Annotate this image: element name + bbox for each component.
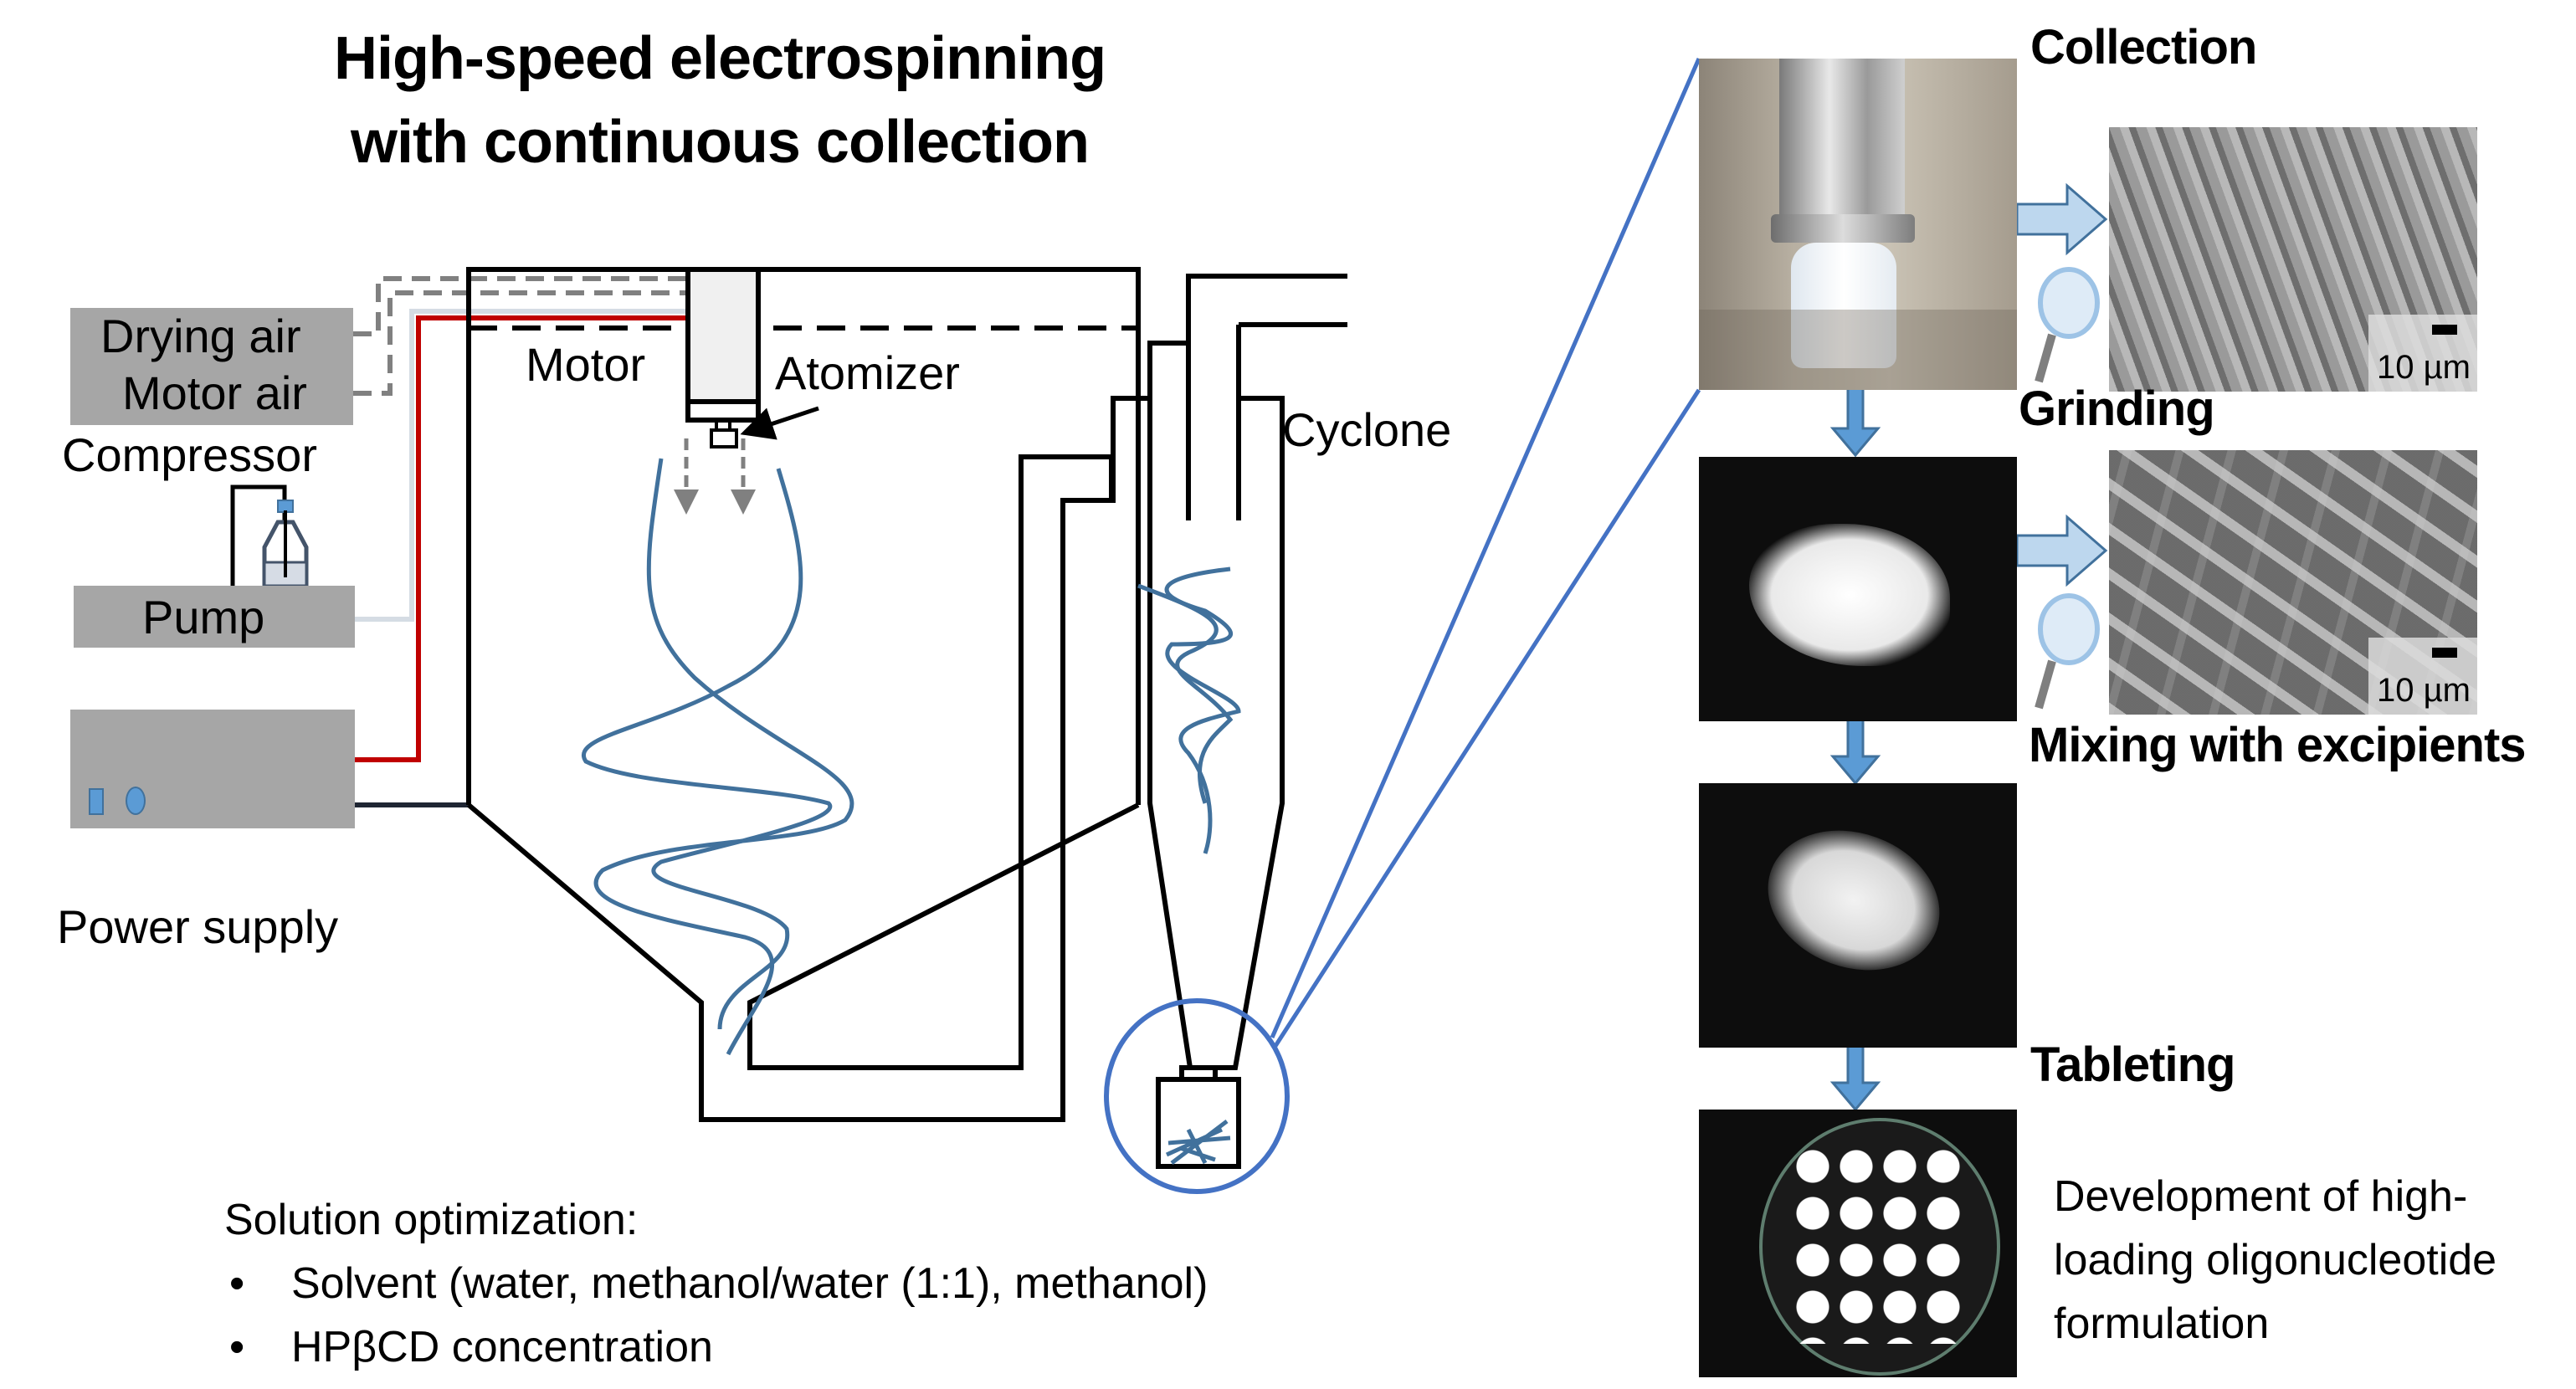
sem-image-ground-fibers: 10 µm xyxy=(2109,450,2477,715)
scale-bar-label: 10 µm xyxy=(2377,349,2471,386)
atomizer-label: Atomizer xyxy=(775,346,960,399)
spray-arrows xyxy=(674,438,756,515)
scale-bar: 10 µm xyxy=(2368,315,2477,392)
fibrous-powder-photo xyxy=(1699,457,2017,721)
compressor-box xyxy=(70,308,353,425)
solution-bottle-icon xyxy=(230,484,309,588)
solution-optimization-heading: Solution optimization: xyxy=(224,1196,639,1244)
collection-vessel-highlight xyxy=(1104,998,1290,1194)
outcome-line-1: Development of high- xyxy=(2054,1172,2468,1221)
motor-label: Motor xyxy=(526,338,646,391)
drying-air-label: Drying air xyxy=(100,310,301,362)
scale-bar-label: 10 µm xyxy=(2377,672,2471,709)
power-supply-label: Power supply xyxy=(57,900,339,953)
magnifier-icon xyxy=(2035,593,2100,710)
magnifier-icon xyxy=(2035,267,2100,383)
formulation-outcome: Development of high- loading oligonucleo… xyxy=(2054,1165,2496,1356)
mixed-powder-photo xyxy=(1699,783,2017,1048)
high-voltage-line xyxy=(355,315,688,762)
collection-vessel-photo xyxy=(1699,59,2017,390)
fiber-jets xyxy=(582,458,854,1056)
collected-fibers-in-vessel xyxy=(1165,1120,1231,1165)
compressor-label: Compressor xyxy=(62,428,317,481)
sem-arrows xyxy=(2015,182,2108,587)
title-line-1: High-speed electrospinning xyxy=(333,25,1106,92)
step-label-tableting: Tableting xyxy=(2030,1038,2235,1092)
power-supply-box xyxy=(70,710,355,828)
atomizer-head xyxy=(710,428,738,448)
figure-title: High-speed electrospinning with continuo… xyxy=(209,17,1230,184)
zoom-projection-line xyxy=(1270,58,1701,1038)
right-arrow-icon xyxy=(2015,182,2108,256)
cyclone-fiber xyxy=(1137,566,1241,854)
process-flow-arrows xyxy=(1829,375,1881,1112)
drying-air-line xyxy=(353,276,688,396)
solution-optimization: Solution optimization: Solvent (water, m… xyxy=(224,1188,1208,1379)
motor-air-label: Motor air xyxy=(122,366,307,419)
power-knob-icon xyxy=(126,787,146,815)
solution-optimization-list: Solvent (water, methanol/water (1:1), me… xyxy=(224,1252,1208,1379)
outcome-line-2: loading oligonucleotide xyxy=(2054,1236,2497,1284)
sem-image-collected-fibers: 10 µm xyxy=(2109,127,2477,392)
step-label-grinding: Grinding xyxy=(2019,382,2215,436)
motor-body xyxy=(685,267,761,404)
step-label-mixing: Mixing with excipients xyxy=(2029,718,2527,772)
right-arrow-icon xyxy=(2015,514,2108,587)
tablets-photo xyxy=(1699,1110,2017,1377)
cyclone-label: Cyclone xyxy=(1282,403,1452,456)
step-label-collection: Collection xyxy=(2030,20,2257,74)
power-switch-icon xyxy=(89,788,104,815)
list-item: HPβCD concentration xyxy=(229,1315,1208,1379)
atomizer-pointer-arrow xyxy=(740,406,819,440)
title-line-2: with continuous collection xyxy=(351,109,1090,176)
list-item: Solvent (water, methanol/water (1:1), me… xyxy=(229,1252,1208,1315)
scale-bar: 10 µm xyxy=(2368,638,2477,715)
pump-box xyxy=(74,586,355,648)
drying-chamber xyxy=(466,267,1141,1122)
pump-feed-line xyxy=(355,309,688,622)
outcome-line-3: formulation xyxy=(2054,1299,2270,1348)
motor-base xyxy=(685,399,761,423)
zoom-projection-line xyxy=(1273,388,1701,1048)
pump-label: Pump xyxy=(142,591,265,643)
